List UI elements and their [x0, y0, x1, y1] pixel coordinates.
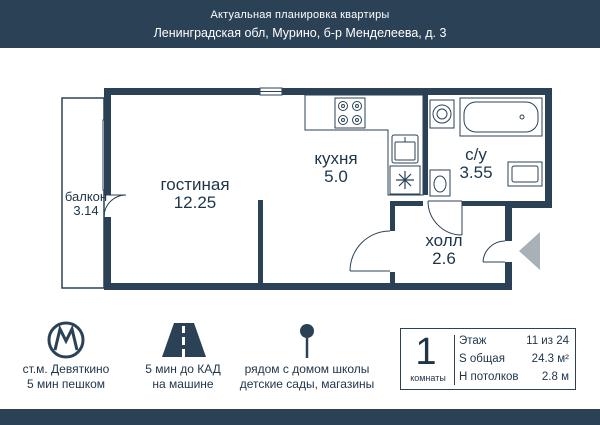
ceiling-label: Н потолков	[459, 371, 519, 383]
kitchen-counter	[304, 94, 424, 196]
outer-walls	[104, 88, 552, 290]
room-kitchen-area: 5.0	[324, 166, 348, 186]
room-living: гостиная 12.25	[140, 176, 250, 212]
room-balcony: балкон 3.14	[60, 190, 112, 217]
washing-machine-icon	[429, 99, 455, 129]
stove-icon	[334, 97, 366, 129]
room-hall: холл 2.6	[414, 232, 474, 268]
ceiling-value: 2.8 м	[541, 371, 569, 383]
rooms-label: комнаты	[410, 373, 446, 383]
feature-metro-line1: ст.м. Девяткино	[22, 362, 110, 376]
area-value: 24.3 м²	[531, 353, 569, 365]
feature-school-line1: рядом с домом школы	[244, 362, 370, 376]
address: Ленинградская обл, Мурино, б-р Менделеев…	[153, 26, 447, 40]
room-hall-area: 2.6	[432, 248, 456, 268]
room-kitchen-name: кухня	[314, 149, 358, 168]
room-bathroom: с/у 3.55	[448, 146, 504, 182]
room-kitchen: кухня 5.0	[300, 150, 372, 186]
floor-value: 11 из 24	[526, 335, 569, 347]
feature-road-line1: 5 мин до КАД	[145, 362, 221, 376]
apartment-info-box: 1 комнаты Этаж 11 из 24 S общая 24.3 м² …	[400, 328, 576, 390]
metro-icon	[47, 321, 85, 359]
feature-school: рядом с домом школы детские сады, магази…	[228, 362, 386, 392]
footer-bar	[0, 409, 600, 425]
bathroom-sink-icon	[429, 169, 451, 197]
area-label: S общая	[459, 353, 505, 365]
feature-metro-line2: 5 мин пешком	[26, 377, 106, 391]
rooms-count: 1	[415, 331, 437, 373]
bathtub-icon	[459, 97, 543, 137]
road-icon	[162, 323, 206, 357]
info-divider	[454, 335, 455, 385]
location-pin-icon	[300, 324, 314, 358]
feature-school-line2: детские сады, магазины	[239, 377, 375, 391]
room-balcony-area: 3.14	[73, 202, 99, 218]
room-living-name: гостиная	[160, 175, 230, 194]
floor-label: Этаж	[459, 335, 487, 347]
entrance-arrow-icon	[519, 232, 540, 270]
room-bathroom-area: 3.55	[459, 162, 493, 182]
feature-road: 5 мин до КАД на машине	[128, 362, 238, 392]
interior-walls	[258, 95, 505, 283]
fridge-icon	[389, 165, 421, 195]
room-balcony-name: балкон	[64, 189, 108, 204]
kitchen-sink-icon	[391, 134, 419, 164]
feature-metro: ст.м. Девяткино 5 мин пешком	[16, 362, 116, 392]
feature-road-line2: на машине	[152, 377, 214, 391]
page-title: Актуальная планировка квартиры	[210, 9, 390, 21]
room-living-area: 12.25	[173, 192, 217, 212]
toilet-icon	[507, 161, 543, 187]
room-hall-name: холл	[425, 231, 463, 250]
header-banner: Актуальная планировка квартиры Ленинград…	[0, 0, 600, 48]
room-bathroom-name: с/у	[465, 145, 487, 164]
door-swings	[349, 200, 506, 272]
